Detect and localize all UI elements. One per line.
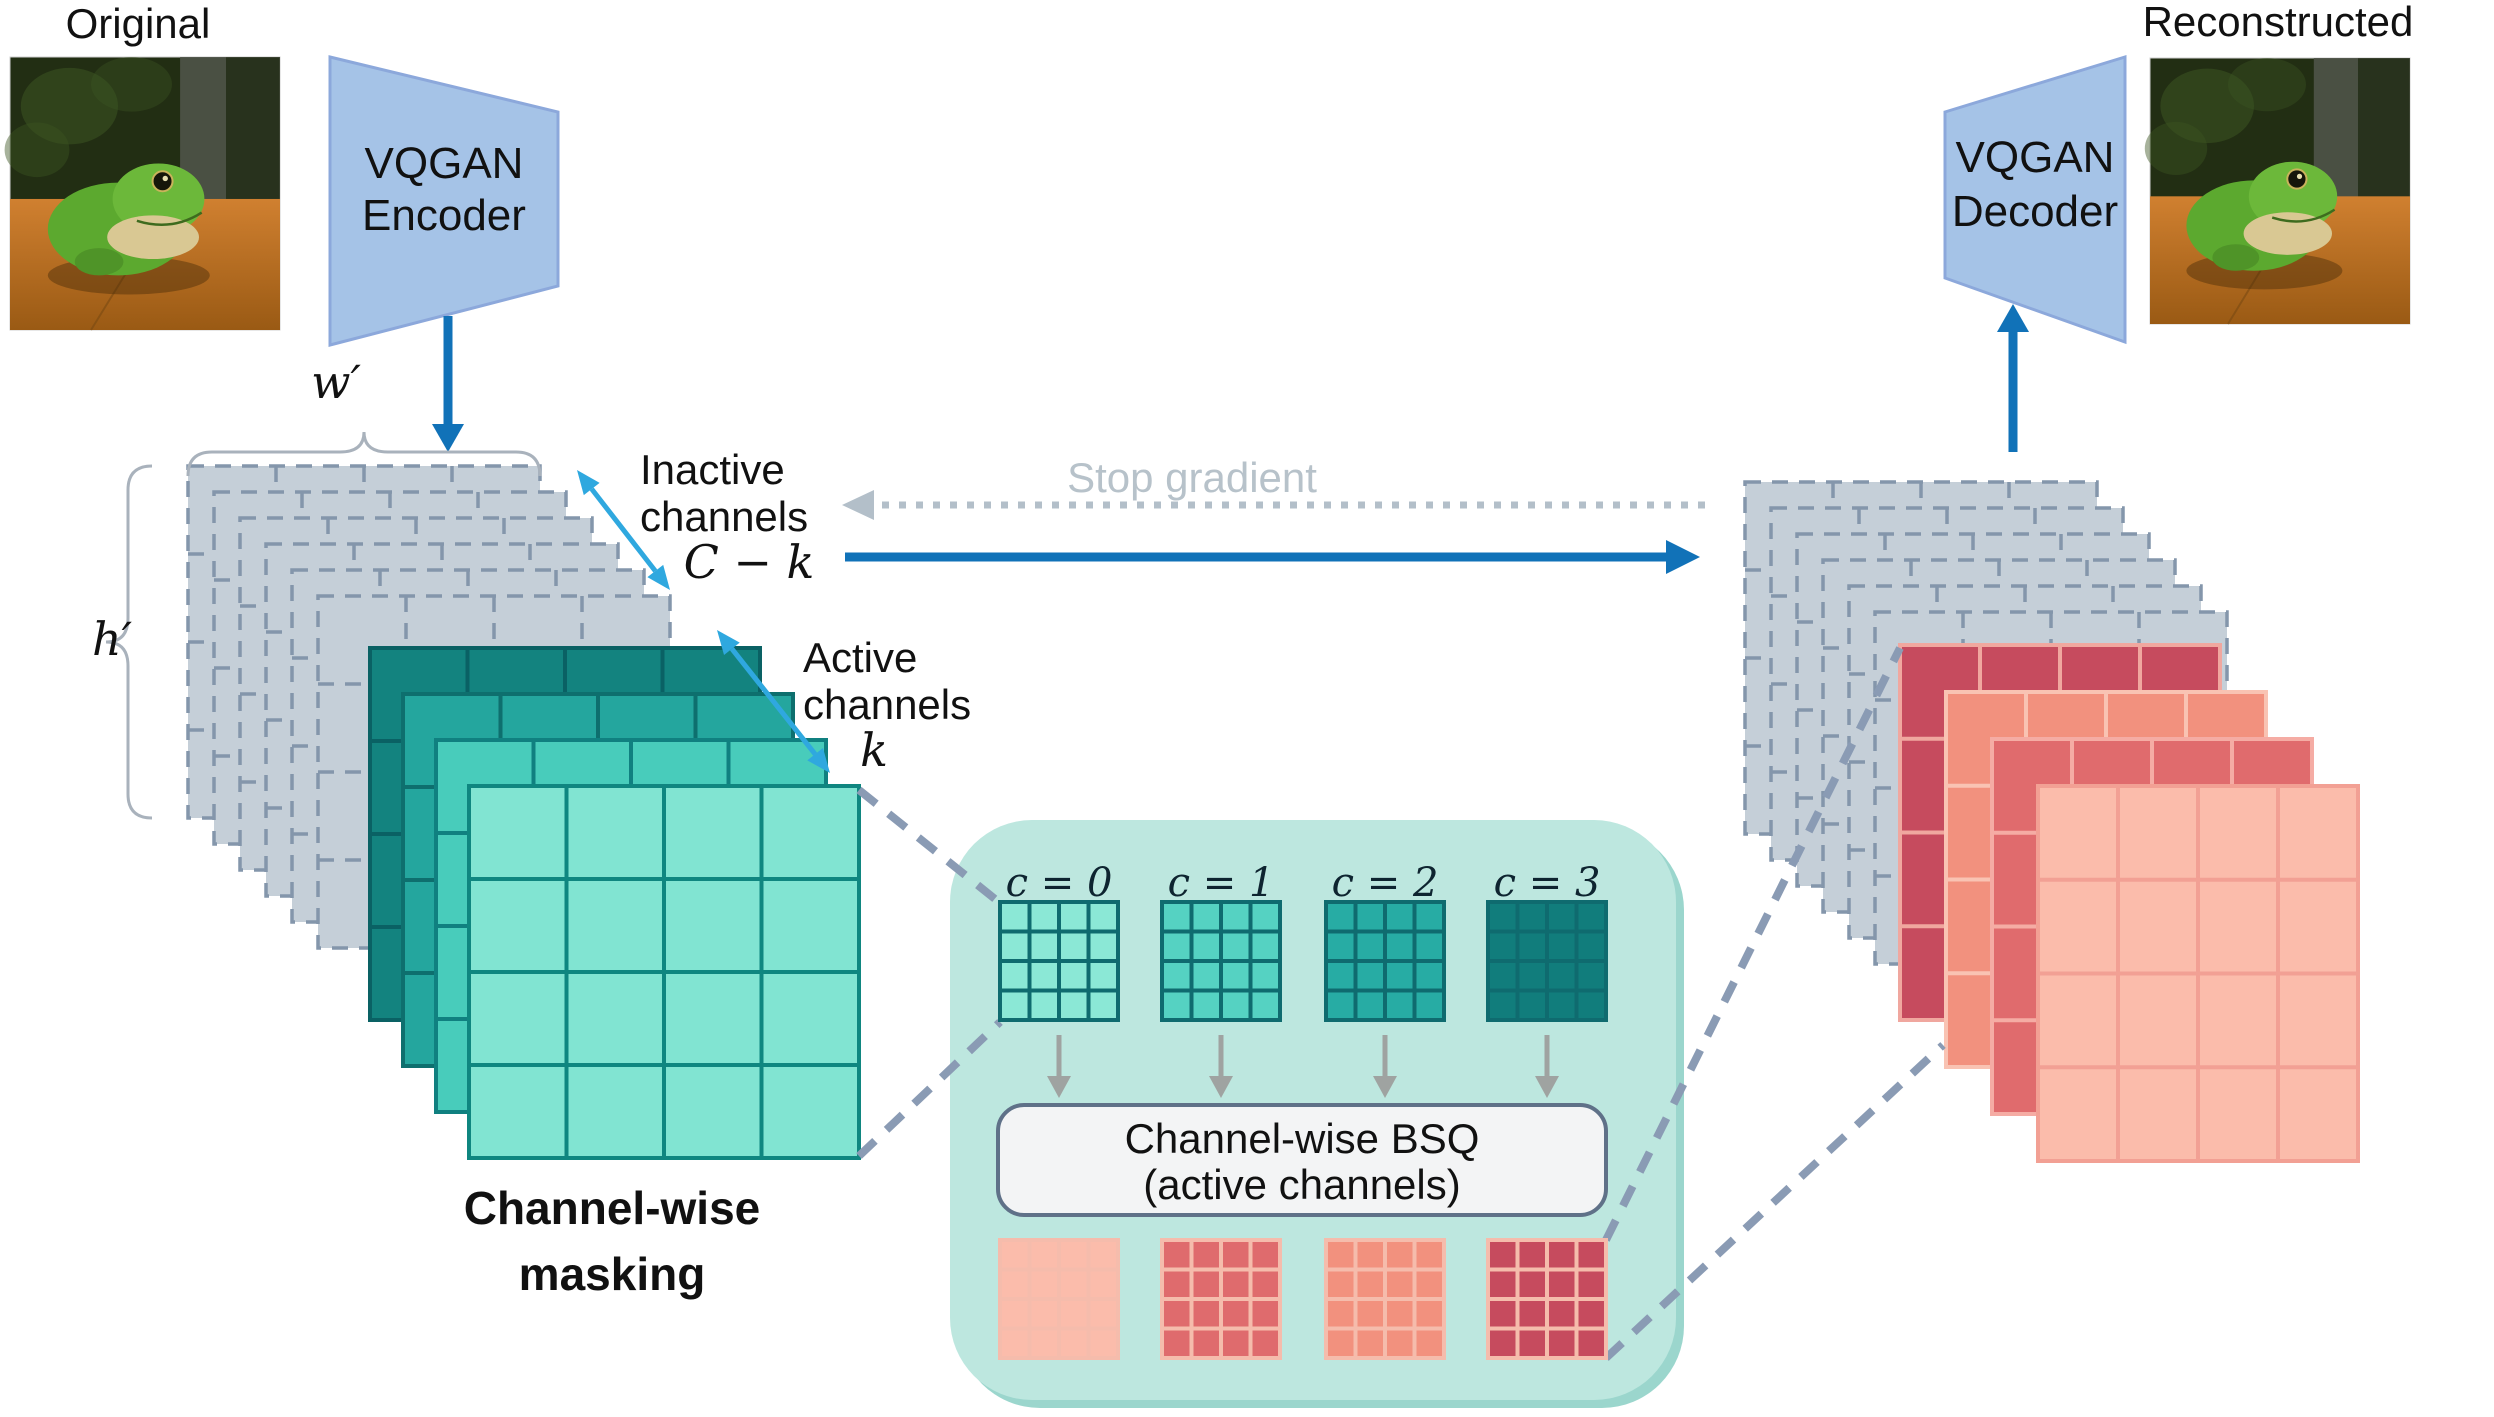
channel-grid <box>1160 900 1282 1022</box>
vqgan-encoder <box>328 55 560 347</box>
channel-grid <box>1486 900 1608 1022</box>
bsq-label-line1: Channel-wise BSQ <box>1125 1115 1480 1162</box>
channel-index-label: c = 1 <box>1168 860 1275 906</box>
quantized-grid <box>1324 1238 1446 1360</box>
latent-stack-right <box>1743 480 2360 1163</box>
active-channels-arrow <box>717 630 830 773</box>
inactive-channels-arrow <box>577 470 670 590</box>
bsq-input-arrows <box>1047 1035 1559 1098</box>
active-count-label: k <box>860 723 888 777</box>
bsq-input-arrow <box>1209 1035 1233 1098</box>
active-label-line1: Active <box>803 634 917 681</box>
latent-stack-left <box>186 464 861 1160</box>
vqgan-decoder <box>1943 54 2127 345</box>
channel-grid <box>998 900 1120 1022</box>
channel-index-label: c = 3 <box>1494 860 1601 906</box>
encoder-label-line1: VQGAN <box>365 139 524 188</box>
reconstructed-image <box>2144 57 2411 325</box>
reconstructed-label: Reconstructed <box>2143 0 2414 45</box>
channel-grid <box>1324 900 1446 1022</box>
bsq-input-arrow <box>1373 1035 1397 1098</box>
zoom-connector-line <box>1602 646 1904 1242</box>
bsq-input-arrow <box>1047 1035 1071 1098</box>
active-label-line2: channels <box>803 681 971 728</box>
zoom-connector-line <box>856 1019 1003 1159</box>
quantized-grid <box>998 1238 1120 1360</box>
inactive-label-line1: Inactive <box>640 446 785 493</box>
width-prime-label: w′ <box>311 355 361 409</box>
active-channel-grids: c = 0 c = 1 c = 2 c = 3 <box>998 860 1608 1022</box>
decoder-input-arrow <box>1997 304 2029 452</box>
bsq-box <box>996 1103 1608 1217</box>
original-image <box>4 56 281 331</box>
encoder-output-arrow <box>432 316 464 452</box>
original-label: Original <box>66 0 211 47</box>
encoder-label-line2: Encoder <box>362 191 526 240</box>
channel-index-label: c = 0 <box>1006 860 1113 906</box>
inactive-label-line2: channels <box>640 493 808 540</box>
zoom-connector-line <box>1603 1042 1946 1361</box>
bsq-input-arrow <box>1535 1035 1559 1098</box>
decoder-label-line2: Decoder <box>1952 187 2118 236</box>
quantized-channel-grids <box>998 1238 1608 1360</box>
width-brace <box>186 431 542 477</box>
stop-gradient-label: Stop gradient <box>1067 454 1317 501</box>
label-layer: Original Reconstructed VQGAN Encoder VQG… <box>66 0 2414 1300</box>
decoder-label-line1: VQGAN <box>1956 133 2115 182</box>
bsq-label-line2: (active channels) <box>1143 1161 1460 1208</box>
inactive-count-label: C − k <box>684 535 815 589</box>
quantized-grid <box>1486 1238 1608 1360</box>
stop-gradient-arrow <box>842 490 1705 520</box>
height-prime-label: h′ <box>92 612 133 666</box>
zoom-connectors <box>856 646 1946 1361</box>
zoom-connector-line <box>856 786 1003 907</box>
gradient-flow-arrow <box>845 540 1700 574</box>
masking-label-line1: Channel-wise <box>464 1182 761 1234</box>
shape-layer: c = 0 c = 1 c = 2 c = 3 <box>4 54 2411 1408</box>
quantized-channel-layer <box>2036 784 2360 1163</box>
height-brace <box>105 464 153 820</box>
masking-label-line2: masking <box>519 1248 706 1300</box>
active-channel-layer <box>467 784 861 1160</box>
channel-index-label: c = 2 <box>1332 860 1439 906</box>
quantized-grid <box>1160 1238 1282 1360</box>
